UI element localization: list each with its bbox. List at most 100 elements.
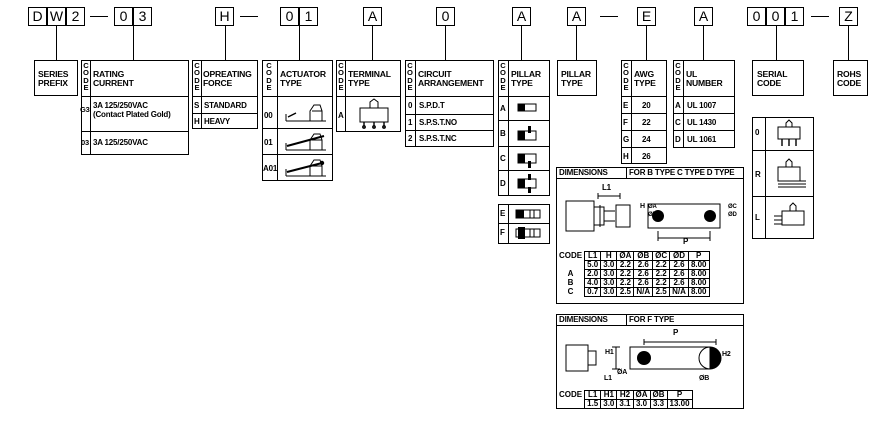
code-char-box: A [694, 7, 713, 26]
circuit-code: 2 [408, 134, 413, 143]
code-char-box: H [215, 7, 234, 26]
pillar2-header: TYPE [561, 78, 583, 88]
pillar2-box [557, 60, 597, 96]
dims2-label-p: P [673, 328, 679, 337]
rohs-header: ROHS [837, 69, 862, 79]
serial-code: R [755, 170, 761, 179]
dims1-panel [556, 167, 744, 304]
connector-line [646, 26, 647, 60]
actuator-header: TYPE [280, 78, 302, 88]
code-char-box: 0 [766, 7, 785, 26]
series-prefix-label: PREFIX [38, 78, 68, 88]
pillar2-header: PILLAR [561, 69, 591, 79]
connector-line [225, 26, 226, 60]
dims1-title: DIMENSIONS [559, 168, 608, 177]
code-char-box: 2 [66, 7, 85, 26]
circuit-header: CIRCUIT [418, 69, 452, 79]
pillar-code: B [500, 129, 506, 138]
pillar-a-icon [517, 103, 537, 112]
connector-line [776, 26, 777, 60]
circuit-header: ARRANGEMENT [418, 78, 484, 88]
ul-code: D [675, 135, 681, 144]
dash [811, 16, 829, 17]
serial-box [752, 60, 804, 96]
serial-header: SERIAL [757, 69, 788, 79]
circuit-table [405, 60, 494, 147]
dims2-label-oa: ØA [617, 369, 628, 376]
force-code: S [194, 101, 200, 110]
code-char-box: A [512, 7, 531, 26]
dims2-cell [557, 400, 585, 409]
dims2-cell: 13.00 [666, 399, 693, 409]
series-prefix-label: SERIES [38, 69, 69, 79]
rating-code: G3 [80, 105, 90, 114]
pillar-code: E [500, 209, 506, 218]
force-value: STANDARD [204, 101, 247, 110]
dims1-drawing [565, 193, 721, 241]
dims2-cell: 3.1 [616, 399, 634, 409]
rating-value: 3A 125/250VAC [93, 138, 148, 147]
ul-value: UL 1430 [687, 118, 717, 127]
code-char-box: W [47, 7, 66, 26]
pillar-c-icon [517, 153, 537, 168]
code-char-box: 0 [280, 7, 299, 26]
serial-code: L [755, 213, 760, 222]
pillar-f-icon [515, 227, 541, 239]
actuator-a01-icon [285, 159, 326, 177]
serial-0-icon [777, 119, 801, 146]
connector-line [56, 26, 57, 60]
dims2-label-h1: H1 [605, 349, 614, 356]
awg-value: 26 [642, 152, 651, 161]
dims1-cell: A [567, 269, 574, 278]
circuit-value: S.P.S.T.NC [419, 134, 457, 143]
connector-line [299, 26, 300, 60]
dims1-label-od: ØD [728, 212, 737, 218]
pillar-table [498, 60, 550, 196]
rohs-header: CODE [837, 78, 862, 88]
dash [90, 16, 108, 17]
rohs-box [833, 60, 868, 96]
rating-header: RATING [93, 69, 125, 79]
ul-code: A [675, 101, 681, 110]
dims1-cell: C [567, 287, 574, 296]
terminal-code: A [338, 111, 344, 120]
dims1-cell: N/A [669, 287, 689, 297]
awg-header: TYPE [634, 78, 656, 88]
dims2-panel [556, 314, 744, 409]
dims1-subtitle: FOR B TYPE C TYPE D TYPE [629, 168, 735, 177]
actuator-header: ACTUATOR [280, 69, 326, 79]
actuator-table [262, 60, 333, 181]
code-char-box: 0 [747, 7, 766, 26]
circuit-value: S.P.S.T.NO [419, 118, 457, 127]
awg-header: AWG [634, 69, 654, 79]
actuator-code: A01 [263, 164, 278, 173]
force-table [192, 60, 258, 129]
dims2-label-ob: ØB [699, 375, 710, 382]
code-char-box: 1 [785, 7, 804, 26]
actuator-01-icon [285, 133, 326, 151]
circuit-code: 1 [408, 118, 413, 127]
pillar-code: A [500, 104, 506, 113]
awg-value: 22 [642, 118, 651, 127]
rating-value: (Contact Plated Gold) [93, 110, 171, 119]
awg-value: 24 [642, 135, 651, 144]
pillar-code: D [500, 179, 506, 188]
connector-line [848, 26, 849, 60]
ul-header: NUMBER [686, 78, 723, 88]
serial-header: CODE [757, 78, 782, 88]
awg-code: E [623, 101, 629, 110]
series-prefix-box [34, 60, 78, 96]
dims1-table: CODE L1 H ØA ØB ØC ØD P 5.0 3.0 2.2 2.6 … [557, 251, 710, 297]
code-char-box: Z [839, 7, 858, 26]
dims1-label-oc: ØC [728, 204, 737, 210]
force-code: H [194, 117, 200, 126]
pillar-code: F [500, 228, 505, 237]
dims1-label-oa: ØA [648, 204, 657, 210]
serial-l-icon [774, 202, 805, 226]
dims2-cell: 1.5 [584, 399, 602, 409]
pillar-code: C [500, 154, 506, 163]
rating-header: CURRENT [93, 78, 134, 88]
ul-code: C [675, 118, 681, 127]
